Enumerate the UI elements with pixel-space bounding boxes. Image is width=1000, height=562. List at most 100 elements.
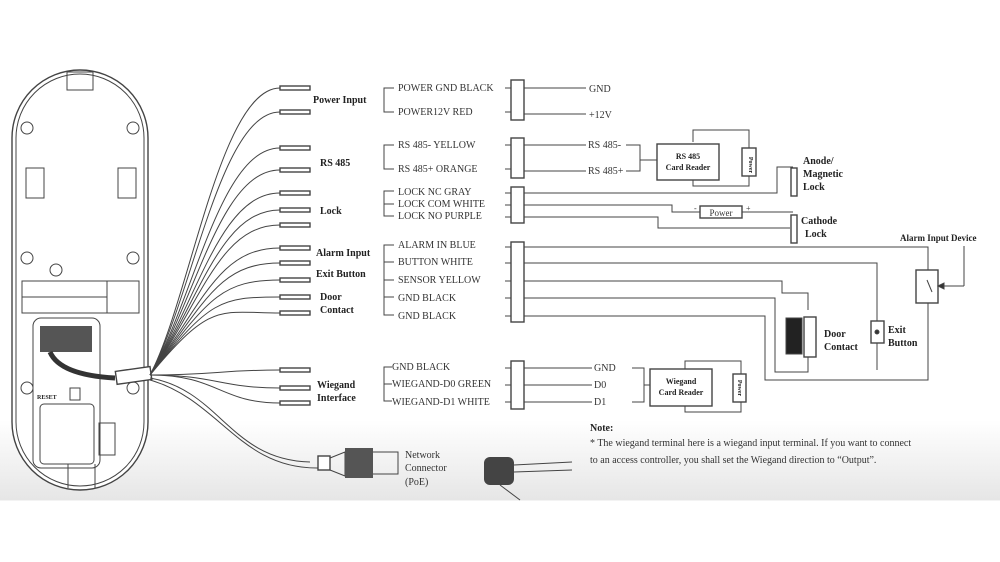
term-rs485-plus: RS 485+	[588, 166, 624, 177]
alarm-device-label: Alarm Input Device	[900, 233, 977, 243]
group-exit-button: Exit Button	[316, 269, 366, 280]
wire-end-stub	[279, 400, 311, 406]
cable-wire	[149, 369, 281, 376]
network-connector-icon	[149, 377, 573, 501]
group-lock: Lock	[320, 206, 342, 217]
rs485-reader-label-2: Card Reader	[666, 163, 711, 172]
group-contact: Contact	[320, 305, 355, 316]
wire-end-stub	[279, 385, 311, 391]
wire-end-stub	[279, 222, 311, 228]
anode-label-3: Lock	[803, 182, 825, 193]
note-title: Note:	[590, 423, 613, 434]
terminal-blocks	[510, 79, 525, 410]
wire-end-stub	[279, 245, 311, 251]
reset-label: RESET	[37, 395, 57, 401]
cable-wire	[149, 111, 281, 376]
note-line-1: * The wiegand terminal here is a wiegand…	[590, 438, 911, 449]
wire-gnd-1: GND BLACK	[398, 293, 457, 304]
cable-wire	[149, 374, 281, 404]
wire-rs485-plus: RS 485+ ORANGE	[398, 164, 478, 175]
wiegand-reader-label-1: Wiegand	[666, 377, 697, 386]
anode-label-1: Anode/	[803, 156, 834, 167]
cable-wire	[149, 262, 281, 376]
group-door: Door	[320, 292, 342, 303]
wire-power-12v: POWER12V RED	[398, 107, 473, 118]
network-label-3: (PoE)	[405, 477, 428, 488]
wire-lock-com: LOCK COM WHITE	[398, 199, 485, 210]
brackets	[383, 87, 394, 402]
wire-wg-gnd: GND BLACK	[392, 362, 451, 373]
wiegand-power-box	[732, 373, 747, 403]
rs485-power-box	[741, 147, 757, 177]
exit-label-1: Exit	[888, 325, 906, 336]
wire-end-stub	[279, 109, 311, 115]
wire-button: BUTTON WHITE	[398, 257, 473, 268]
group-rs485: RS 485	[320, 158, 350, 169]
cable-wire	[149, 279, 281, 376]
wire-end-stub	[279, 367, 311, 373]
wire-end-stub	[279, 310, 311, 316]
wire-lock-no: LOCK NO PURPLE	[398, 211, 482, 222]
power-plus: +	[746, 204, 751, 213]
rs485-card-reader	[656, 143, 720, 181]
term-wg-gnd: GND	[594, 363, 616, 374]
cable-wire	[149, 209, 281, 376]
wire-gnd-2: GND BLACK	[398, 311, 457, 322]
rs485-reader-label-1: RS 485	[676, 152, 700, 161]
wiegand-reader-label-2: Card Reader	[659, 388, 704, 397]
cable-wire	[149, 147, 281, 376]
cable-wire	[149, 311, 281, 376]
wire-alarm-in: ALARM IN BLUE	[398, 240, 476, 251]
wire-labels: POWER GND BLACK POWER12V RED RS 485- YEL…	[392, 83, 494, 408]
wire-power-gnd: POWER GND BLACK	[398, 83, 494, 94]
term-d0: D0	[594, 380, 606, 391]
door-contact-label-2: Contact	[824, 342, 859, 353]
wire-end-stub	[279, 85, 311, 91]
term-rs485-minus: RS 485-	[588, 140, 621, 151]
group-wiegand: Wiegand	[317, 380, 356, 391]
wire-wg-d0: WIEGAND-D0 GREEN	[392, 379, 491, 390]
lock-power-label: Power	[710, 208, 733, 218]
wire-end-stub	[279, 207, 311, 213]
wire-wg-d1: WIEGAND-D1 WHITE	[392, 397, 490, 408]
cable-wire	[149, 169, 281, 376]
wire-rs485-minus: RS 485- YELLOW	[398, 140, 476, 151]
anode-label-2: Magnetic	[803, 169, 844, 180]
wire-sensor: SENSOR YELLOW	[398, 275, 481, 286]
group-power-input: Power Input	[313, 95, 367, 106]
rs485-power-label: Power	[747, 157, 753, 174]
group-interface: Interface	[317, 393, 356, 404]
wire-end-stub	[279, 145, 311, 151]
network-label-2: Connector	[405, 463, 447, 474]
group-alarm-input: Alarm Input	[316, 248, 371, 259]
wire-lock-nc: LOCK NC GRAY	[398, 187, 472, 198]
cable-wire	[149, 374, 281, 389]
term-gnd: GND	[589, 84, 611, 95]
cable-wire	[149, 296, 281, 376]
term-12v: +12V	[589, 110, 613, 121]
device-back-panel: RESET	[11, 69, 153, 491]
wire-end-stub	[279, 190, 311, 196]
door-contact-label-1: Door	[824, 329, 846, 340]
cable-wire	[149, 192, 281, 376]
terminal-wires	[505, 87, 965, 413]
wire-end-stub	[279, 277, 311, 283]
cable-fanout	[149, 85, 311, 406]
exit-label-2: Button	[888, 338, 918, 349]
cathode-label-1: Cathode	[801, 216, 838, 227]
power-minus: -	[694, 204, 697, 213]
lock-power-box	[699, 205, 743, 219]
note-line-2: to an access controller, you shall set t…	[590, 455, 876, 466]
wire-end-stub	[279, 294, 311, 300]
wiegand-power-label: Power	[736, 380, 742, 397]
wire-end-stub	[279, 260, 311, 266]
cable-wire	[149, 247, 281, 376]
network-label-1: Network	[405, 450, 440, 461]
wire-end-stub	[279, 167, 311, 173]
term-d1: D1	[594, 397, 606, 408]
cable-wire	[149, 87, 281, 376]
cathode-label-2: Lock	[805, 229, 827, 240]
wiegand-card-reader	[649, 368, 713, 407]
